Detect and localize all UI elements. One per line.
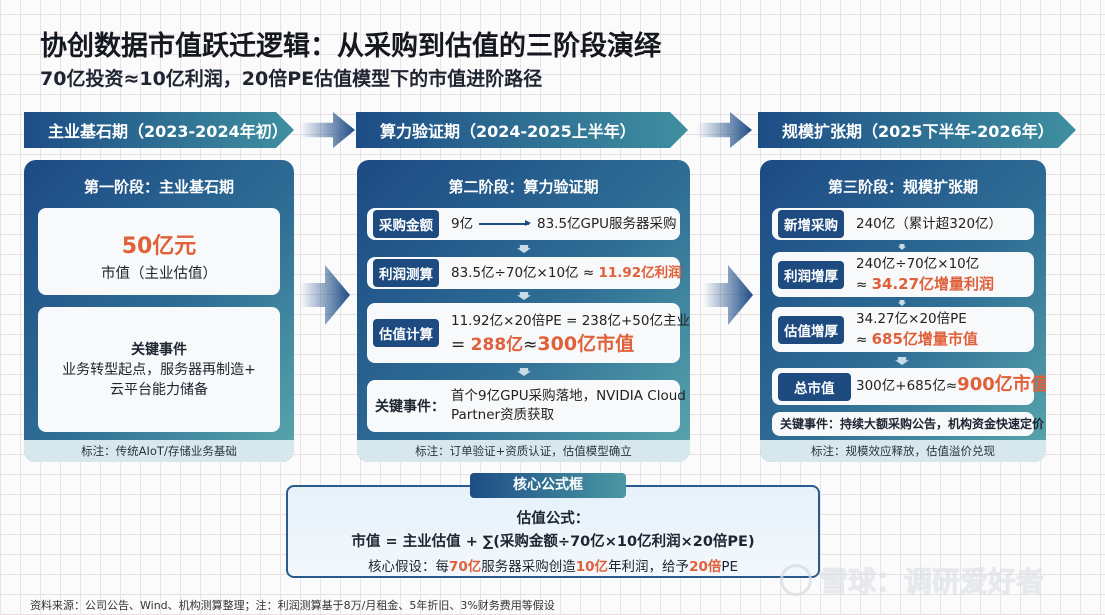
arrow-right-icon: [300, 265, 350, 325]
phase-banner-1: 主业基石期（2023-2024年初）: [24, 112, 294, 148]
row-value: ≈: [856, 332, 872, 348]
stage3-row: 利润增厚 240亿÷70亿×10亿 ≈ 34.27亿增量利润: [772, 252, 1034, 297]
row-highlight: 288亿: [470, 335, 524, 355]
stage3-event: 关键事件：持续大额采购公告，机构资金快速定价: [772, 412, 1044, 436]
stage1-event-box: 关键事件 业务转型起点，服务器再制造+ 云平台能力储备: [38, 307, 280, 432]
formula-title: 估值公式：: [516, 511, 590, 527]
row-label: 新增采购: [778, 210, 844, 238]
assumption-text: 核心假设：每: [367, 559, 449, 575]
formula-text: 市值 = 主业估值 + ∑(采购金额÷70亿×10亿利润×20倍PE): [351, 534, 755, 550]
row-value: 9亿: [451, 216, 474, 232]
watermark: 雪球：调研爱好者: [780, 560, 1044, 600]
event-label: 关键事件：: [375, 399, 445, 415]
row-label: 估值增厚: [778, 315, 844, 344]
arrow-right-icon: [300, 112, 355, 148]
row-value: 34.27亿×20倍PE: [856, 311, 967, 327]
arrow-down-icon: [517, 292, 531, 300]
assumption-highlight: 10亿: [575, 559, 609, 575]
arrow-right-icon: [703, 265, 753, 325]
row-label: 估值计算: [373, 319, 439, 347]
stage2-row: 估值计算 11.92亿×20倍PE = 238亿+50亿主业 = 288亿≈30…: [367, 303, 690, 363]
watermark-text: 雪球：调研爱好者: [820, 565, 1045, 598]
row-highlight: 11.92亿利润: [598, 265, 682, 281]
stage2-panel: 第二阶段：算力验证期 采购金额 9亿 83.5亿GPU服务器采购 利润测算 83…: [357, 160, 690, 462]
arrow-down-icon: [517, 368, 531, 376]
row-highlight: 34.27亿增量利润: [871, 275, 995, 293]
assumption-text: PE: [721, 559, 739, 575]
arrow-down-icon: [898, 244, 906, 250]
arrow-down-icon: [898, 300, 906, 306]
row-highlight: 300亿市值: [537, 333, 635, 355]
stage3-row: 总市值 300亿+685亿≈900亿市值: [772, 368, 1046, 405]
stage1-panel: 第一阶段：主业基石期 50亿元 市值（主业估值） 关键事件 业务转型起点，服务器…: [24, 160, 294, 462]
row-value: 83.5亿GPU服务器采购: [537, 216, 677, 232]
stage1-event-line: 业务转型起点，服务器再制造+: [62, 362, 256, 378]
row-value: 83.5亿÷70亿×10亿 ≈: [451, 265, 599, 281]
row-label: 总市值: [778, 372, 851, 401]
stage2-event-box: 关键事件： 首个9亿GPU采购落地，NVIDIA Cloud Partner资质…: [367, 380, 686, 432]
row-value: 240亿（累计超320亿）: [856, 216, 1003, 232]
event-text: 首个9亿GPU采购落地，NVIDIA Cloud: [451, 388, 686, 404]
formula-box: 估值公式： 市值 = 主业估值 + ∑(采购金额÷70亿×10亿利润×20倍PE…: [286, 485, 820, 578]
arrow-right-icon: [479, 220, 531, 226]
assumption-text: 服务器采购创造: [481, 559, 576, 575]
assumption-text: 年利润，给予: [608, 559, 690, 575]
row-label: 利润增厚: [778, 260, 844, 289]
stage3-row: 估值增厚 34.27亿×20倍PE ≈ 685亿增量市值: [772, 307, 1034, 352]
stage3-note: 标注：规模效应释放，估值溢价兑现: [760, 440, 1046, 462]
row-value: 11.92亿×20倍PE = 238亿+50亿主业: [451, 313, 690, 329]
stage1-value-box: 50亿元 市值（主业估值）: [38, 208, 280, 295]
stage1-event-title: 关键事件: [131, 342, 187, 358]
event-text: Partner资质获取: [451, 407, 555, 423]
assumption-highlight: 70亿: [448, 559, 482, 575]
stage2-header: 第二阶段：算力验证期: [448, 178, 599, 196]
arrow-right-icon: [697, 112, 752, 148]
row-value: =: [451, 335, 471, 355]
source-note: 资料来源：公司公告、Wind、机构测算整理；注：利润测算基于8万/月租金、5年折…: [30, 599, 555, 612]
row-value: ≈: [523, 335, 538, 355]
stage1-value-label: 市值（主业估值）: [101, 266, 217, 282]
row-highlight: 900亿市值: [957, 374, 1046, 395]
arrow-down-icon: [895, 357, 909, 365]
row-value: ≈: [856, 277, 872, 293]
assumption-highlight: 20倍: [689, 559, 722, 575]
stage3-panel: 第三阶段：规模扩张期 新增采购 240亿（累计超320亿） 利润增厚 240亿÷…: [760, 160, 1046, 462]
formula-tab: 核心公式框: [470, 473, 626, 498]
stage3-row: 新增采购 240亿（累计超320亿）: [772, 208, 1034, 240]
page-title: 协创数据市值跃迁逻辑：从采购到估值的三阶段演绎: [40, 31, 661, 62]
stage1-note: 标注：传统AIoT/存储业务基础: [24, 440, 294, 462]
stage2-row: 利润测算 83.5亿÷70亿×10亿 ≈ 11.92亿利润: [367, 257, 682, 289]
stage1-header: 第一阶段：主业基石期: [83, 178, 234, 196]
stage1-value: 50亿元: [121, 234, 197, 259]
phase-banner-3: 规模扩张期（2025下半年-2026年）: [758, 112, 1076, 148]
arrow-down-icon: [517, 245, 531, 253]
phase-banner-2: 算力验证期（2024-2025上半年）: [356, 112, 688, 148]
row-highlight: 685亿增量市值: [871, 330, 978, 348]
stage2-note: 标注：订单验证+资质认证，估值模型确立: [357, 440, 690, 462]
stage2-row: 采购金额 9亿 83.5亿GPU服务器采购: [367, 208, 680, 240]
row-value: 300亿+685亿≈: [856, 378, 958, 394]
row-label: 采购金额: [373, 210, 439, 238]
row-value: 240亿÷70亿×10亿: [856, 256, 980, 272]
xueqiu-logo-icon: [780, 564, 812, 596]
stage1-event-line: 云平台能力储备: [110, 382, 208, 398]
page-subtitle: 70亿投资≈10亿利润，20倍PE估值模型下的市值进阶路径: [40, 68, 543, 90]
stage3-header: 第三阶段：规模扩张期: [827, 178, 978, 196]
row-label: 利润测算: [373, 259, 439, 287]
